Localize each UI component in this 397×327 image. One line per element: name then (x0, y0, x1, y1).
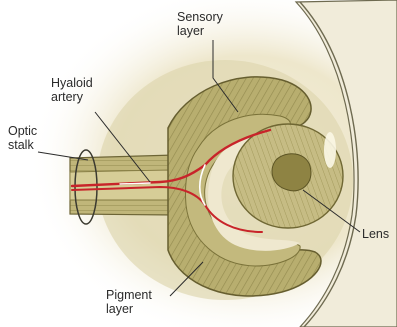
optic-stalk-label: Optic stalk (8, 124, 37, 152)
pigment-layer-label-line2: layer (106, 302, 152, 316)
pigment-layer-label-line1: Pigment (106, 288, 152, 302)
hyaloid-artery-label-line1: Hyaloid (51, 76, 93, 90)
lens-label: Lens (362, 227, 389, 241)
sensory-layer-label-line2: layer (177, 24, 223, 38)
lens-label-text: Lens (362, 227, 389, 241)
pigment-layer-label: Pigment layer (106, 288, 152, 316)
optic-stalk-label-line1: Optic (8, 124, 37, 138)
hyaloid-artery-label-line2: artery (51, 90, 93, 104)
optic-stalk-label-line2: stalk (8, 138, 37, 152)
hyaloid-artery-label: Hyaloid artery (51, 76, 93, 104)
sensory-layer-label-line1: Sensory (177, 10, 223, 24)
sensory-layer-label: Sensory layer (177, 10, 223, 38)
lens-shape (233, 124, 343, 228)
